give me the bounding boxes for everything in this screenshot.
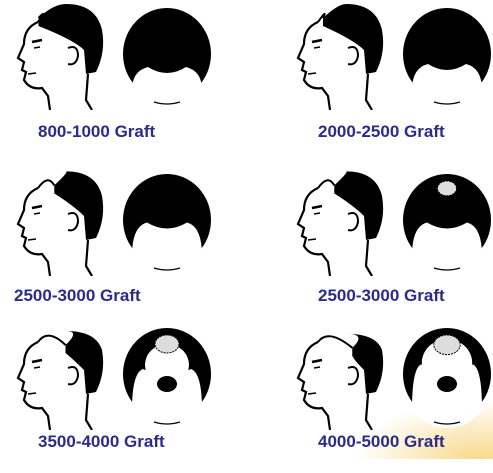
- eye-line: [314, 213, 320, 214]
- stage-panel: 2500-3000 Graft: [280, 166, 493, 319]
- top-view-illustration: [118, 4, 216, 110]
- side-profile-illustration: [284, 320, 390, 430]
- eye-line: [34, 47, 40, 48]
- hair-shape: [334, 171, 383, 240]
- stage-panel: 2000-2500 Graft: [280, 0, 493, 153]
- side-profile-illustration: [4, 0, 110, 110]
- mouth-line: [308, 393, 316, 394]
- hair-island: [157, 376, 177, 392]
- bald-area: [132, 223, 202, 275]
- ear-outline: [348, 367, 358, 384]
- bald-area: [412, 64, 482, 108]
- stage-panel: 3500-4000 Graft: [0, 320, 246, 473]
- brow-line: [312, 360, 322, 362]
- skull-outline: [318, 180, 334, 188]
- crown-thinning-spot: [434, 335, 460, 355]
- mouth-line: [28, 239, 36, 240]
- ear-outline: [348, 47, 358, 64]
- side-profile-illustration: [284, 166, 390, 276]
- skull-outline: [318, 336, 352, 348]
- mouth-line: [308, 73, 316, 74]
- top-view-illustration: [398, 4, 493, 110]
- hair-island: [437, 376, 457, 392]
- ear-outline: [68, 367, 78, 384]
- stage-label: 2500-3000 Graft: [14, 286, 141, 306]
- stage-label: 3500-4000 Graft: [38, 432, 165, 452]
- stage-panel: 2500-3000 Graft: [0, 166, 246, 319]
- brow-line: [32, 360, 42, 362]
- skull-outline: [38, 180, 54, 188]
- stage-panel: 4000-5000 Graft: [280, 320, 493, 473]
- mouth-line: [28, 73, 36, 74]
- mouth-line: [308, 239, 316, 240]
- top-view-illustration: [398, 324, 493, 430]
- skull-outline: [38, 336, 66, 345]
- bald-area: [132, 67, 202, 108]
- stage-label: 4000-5000 Graft: [318, 432, 445, 452]
- eye-line: [34, 367, 40, 368]
- top-view-illustration: [118, 170, 216, 276]
- side-profile-illustration: [4, 166, 110, 276]
- eye-line: [34, 213, 40, 214]
- mouth-line: [28, 393, 36, 394]
- side-profile-illustration: [4, 320, 110, 430]
- side-profile-illustration: [284, 0, 390, 110]
- ear-outline: [348, 213, 358, 230]
- eye-line: [314, 47, 320, 48]
- crown-thinning-spot: [437, 181, 456, 196]
- hair-shape: [54, 171, 103, 240]
- ear-outline: [68, 213, 78, 230]
- top-view-illustration: [118, 324, 216, 430]
- brow-line: [32, 40, 42, 42]
- top-view-illustration: [398, 170, 493, 276]
- bald-area: [412, 223, 482, 275]
- ear-outline: [68, 47, 78, 64]
- crown-thinning-spot: [155, 335, 179, 353]
- brow-line: [312, 206, 322, 208]
- stage-label: 2000-2500 Graft: [318, 122, 445, 142]
- eye-line: [314, 367, 320, 368]
- brow-line: [32, 206, 42, 208]
- brow-line: [312, 40, 322, 42]
- stage-label: 2500-3000 Graft: [318, 286, 445, 306]
- stage-label: 800-1000 Graft: [38, 122, 155, 142]
- stage-panel: 800-1000 Graft: [0, 0, 246, 153]
